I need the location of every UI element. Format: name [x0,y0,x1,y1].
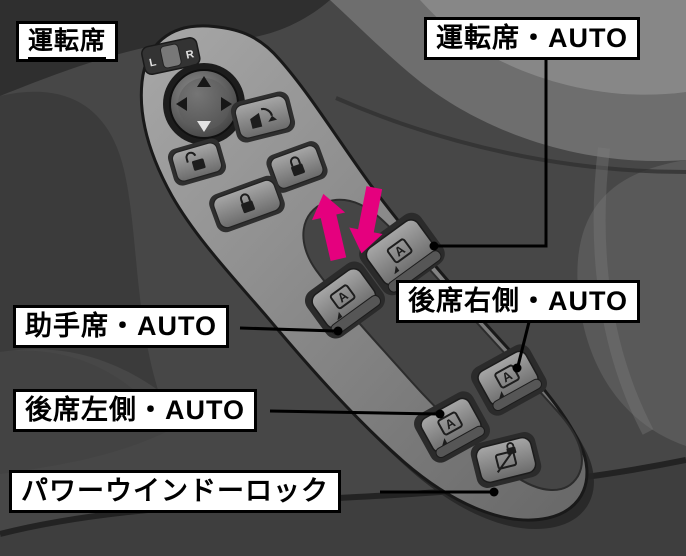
callout-passenger-auto: 助手席・AUTO [13,305,230,349]
mirror-adjust-joystick [163,63,245,145]
rear-left-window-switch: A [414,391,490,463]
callout-power-window-lock: パワーウインドーロック [9,470,341,514]
callout-dot-rear-left-auto [435,409,445,419]
joystick-right-arrow-icon [221,97,232,111]
window-up-arrow [311,193,347,261]
door-unlock-icon [185,151,206,171]
door-unlock-button [167,138,227,186]
driver-window-switch: A [359,212,445,296]
passenger-window-switch: A [304,261,386,339]
joystick-left-arrow-icon [176,97,187,111]
lock-icon [239,193,255,214]
callout-rear-right-auto: 後席右側・AUTO [396,280,641,324]
callout-line-passenger-auto [239,326,337,333]
mirror-select-right-label: R [185,48,195,61]
door-lock-button [266,141,328,193]
mirror-fold-button [230,91,296,143]
callout-driver-auto: 運転席・AUTO [424,17,641,61]
mirror-select-left-label: L [148,56,157,69]
callout-dot-passenger-auto [333,326,343,336]
rear-right-window-switch: A [471,344,547,416]
door-lock-icon [289,156,305,177]
joystick-down-arrow-icon [197,121,211,132]
callout-dot-rear-right-auto [512,363,522,373]
mirror-fold-icon [250,107,278,129]
figure-title-text: 運転席 [28,27,107,59]
window-lock-icon [494,442,518,473]
callout-rear-left-auto: 後席左側・AUTO [13,389,258,433]
central-lock-switch [209,175,285,233]
callout-line-rear-left-auto [269,409,439,416]
callout-line-driver-auto [434,50,548,248]
window-down-arrow [349,186,383,254]
power-window-lock-button [470,432,542,488]
mirror-select-switch: L R [141,37,201,75]
callout-dot-window-lock [489,487,499,497]
figure-title-label: 運転席 [16,21,119,62]
callout-dot-driver-auto [429,241,439,251]
joystick-up-arrow-icon [197,76,211,87]
